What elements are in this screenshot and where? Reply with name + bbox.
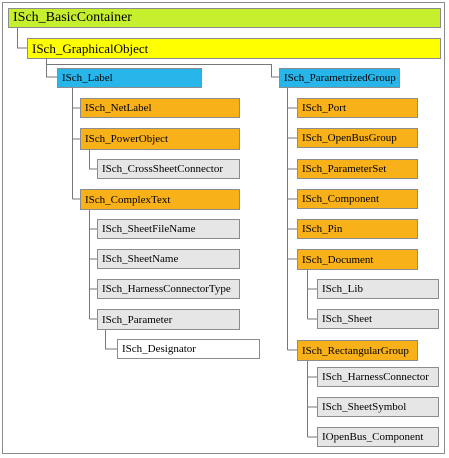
node-component: ISch_Component	[297, 189, 418, 209]
node-sheet: ISch_Sheet	[317, 309, 439, 329]
node-cross-sheet-connector: ISch_CrossSheetConnector	[97, 159, 240, 179]
node-rectangular-group: ISch_RectangularGroup	[297, 340, 418, 361]
node-open-bus-component: IOpenBus_Component	[317, 427, 439, 447]
node-graphical-object: ISch_GraphicalObject	[27, 38, 441, 59]
node-pin: ISch_Pin	[297, 219, 418, 239]
node-complex-text: ISch_ComplexText	[80, 189, 240, 210]
node-parameter-set: ISch_ParameterSet	[297, 159, 418, 179]
node-port: ISch_Port	[297, 98, 418, 118]
node-sheet-symbol: ISch_SheetSymbol	[317, 397, 439, 417]
node-basic-container: ISch_BasicContainer	[8, 8, 441, 28]
node-parameter: ISch_Parameter	[97, 309, 240, 330]
node-net-label: ISch_NetLabel	[80, 98, 240, 118]
diagram-frame	[2, 2, 445, 454]
node-designator: ISch_Designator	[117, 339, 260, 359]
node-sheet-file-name: ISch_SheetFileName	[97, 219, 240, 239]
node-lib: ISch_Lib	[317, 279, 439, 299]
node-parametrized-group: ISch_ParametrizedGroup	[279, 68, 400, 88]
node-sheet-name: ISch_SheetName	[97, 249, 240, 269]
node-power-object: ISch_PowerObject	[80, 128, 240, 150]
node-document: ISch_Document	[297, 249, 418, 270]
node-harness-connector-type: ISch_HarnessConnectorType	[97, 279, 240, 299]
node-open-bus-group: ISch_OpenBusGroup	[297, 128, 418, 148]
node-label: ISch_Label	[57, 68, 202, 88]
node-harness-connector: ISch_HarnessConnector	[317, 367, 439, 387]
